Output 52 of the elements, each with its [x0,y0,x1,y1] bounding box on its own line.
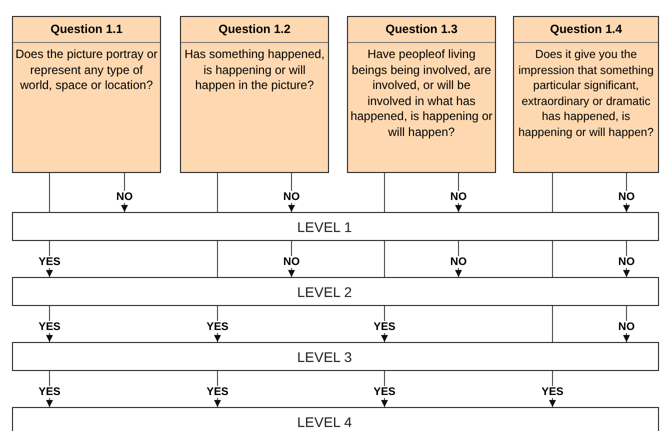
level-label: LEVEL 4 [297,414,353,430]
connector-line [217,172,218,212]
question-heading: Question 1.1 [13,17,160,43]
arrow [623,306,630,342]
question-heading: Question 1.4 [514,17,658,43]
edge-label: NO [449,256,468,268]
level-bar [12,407,659,431]
edge-label: YES [206,321,230,333]
arrow [288,172,295,212]
edge-label: NO [449,191,468,203]
edge-label: YES [372,386,396,398]
edge-label: NO [617,321,636,333]
arrow [455,240,462,278]
connector-line [384,240,385,278]
edge-label: YES [372,321,396,333]
connector-line [49,172,50,212]
edge-label: NO [282,191,301,203]
question-box [12,16,161,173]
level-label: LEVEL 2 [297,284,353,300]
connector-line [217,240,218,278]
question-text: Does it give you the impression that something particular significant, extraordinary or dramatic has happened, is happening or will happen? [517,47,655,140]
edge-label: YES [206,386,230,398]
question-heading: Question 1.3 [348,17,495,43]
arrow [623,172,630,212]
edge-label: NO [115,191,134,203]
level-bar [12,212,659,241]
level-label: LEVEL 3 [297,348,353,364]
question-box [180,16,329,173]
edge-label: YES [38,321,62,333]
level-label: LEVEL 1 [297,218,353,234]
arrow [455,172,462,212]
level-bar [12,277,659,306]
edge-label: NO [282,256,301,268]
question-text: Does the picture portray or represent any type of world, space or location? [14,46,159,94]
edge-label: YES [38,256,62,268]
level-bar [12,342,659,371]
connector-line [384,172,385,212]
edge-label: YES [540,386,564,398]
question-text: Has something happened, is happening or will happen in the picture? [183,46,326,94]
question-box [513,16,659,173]
question-text: Have peopleof living beings being involved, are involved, or will be involved in what has happened, is happening or will happen? [349,46,494,140]
edge-label: YES [38,386,62,398]
connector-line [552,306,553,342]
edge-label: NO [617,191,636,203]
connector-line [552,172,553,212]
arrow [288,240,295,278]
connector-line [552,240,553,278]
arrow [121,172,128,212]
question-heading: Question 1.2 [181,17,328,43]
arrow [623,240,630,278]
question-box [347,16,496,173]
edge-label: NO [617,256,636,268]
